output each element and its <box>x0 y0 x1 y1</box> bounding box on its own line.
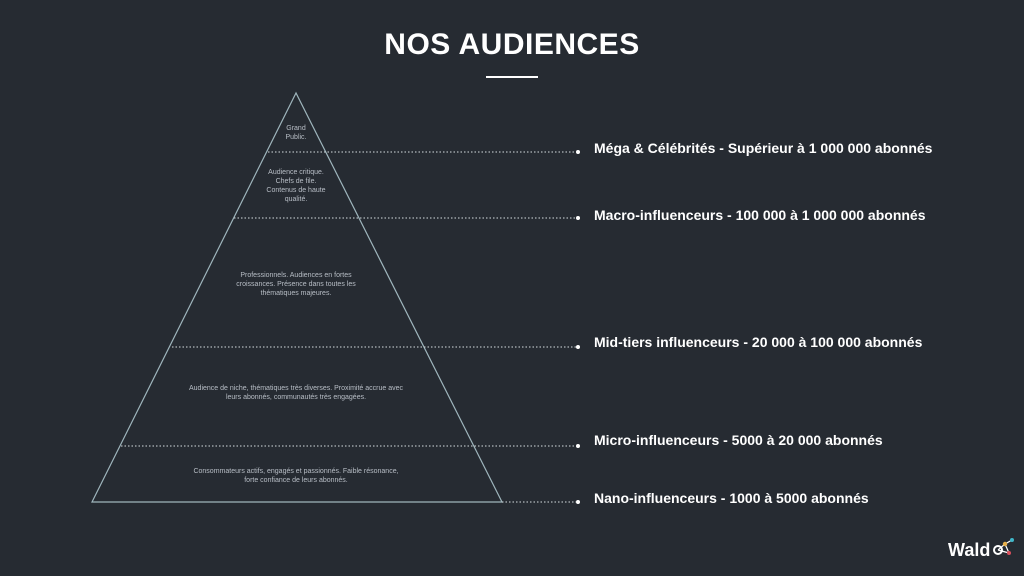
tier-label-nano: Nano-influenceurs - 1000 à 5000 abonnés <box>594 490 869 506</box>
brand-wordmark: Wald <box>948 540 991 560</box>
page-title: NOS AUDIENCES <box>384 28 640 61</box>
tier-description-2: Audience critique. Chefs de file. Conten… <box>266 169 326 203</box>
tier-description-5: Consommateurs actifs, engagés et passion… <box>193 468 399 484</box>
tier-description-3: Professionnels. Audiences en fortes croi… <box>236 272 356 297</box>
title-underline <box>486 76 538 78</box>
tier-connector-dot-2 <box>576 216 580 220</box>
tier-description-1: Grand Public. <box>285 125 307 141</box>
brand-logo: Wald <box>948 536 1016 561</box>
tier-connector-dot-1 <box>576 150 580 154</box>
network-logo-icon <box>993 538 1015 555</box>
tier-connector-dot-3 <box>576 345 580 349</box>
tier-label-macro: Macro-influenceurs - 100 000 à 1 000 000… <box>594 207 926 223</box>
pyramid-outline <box>91 91 503 503</box>
tier-connector-dot-4 <box>576 444 580 448</box>
tier-description-4: Audience de niche, thématiques très dive… <box>189 385 403 401</box>
tier-label-mid-tiers: Mid-tiers influenceurs - 20 000 à 100 00… <box>594 334 923 350</box>
tier-connector-dot-5 <box>576 500 580 504</box>
tier-label-micro: Micro-influenceurs - 5000 à 20 000 abonn… <box>594 432 883 448</box>
tier-label-mega: Méga & Célébrités - Supérieur à 1 000 00… <box>594 140 933 156</box>
